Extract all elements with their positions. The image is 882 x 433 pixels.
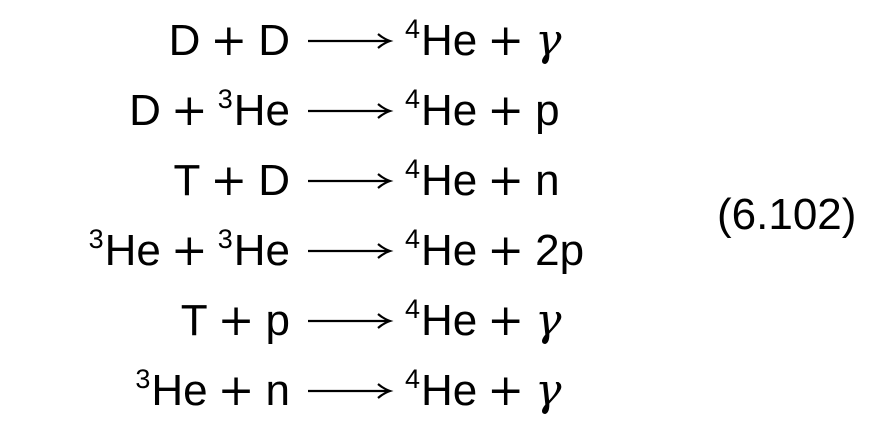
plus-sign: + bbox=[210, 155, 248, 206]
equation-number: (6.102) bbox=[717, 190, 857, 239]
reactant-2: n bbox=[265, 366, 290, 415]
product-2: p bbox=[535, 86, 560, 135]
products: 4He+p bbox=[397, 76, 560, 151]
reactant-2: D bbox=[258, 16, 290, 65]
equation-row-3: T+D 4He+n bbox=[0, 146, 700, 216]
products: 4He+γ bbox=[397, 356, 561, 431]
plus-sign: + bbox=[487, 15, 525, 66]
reactant-2: p bbox=[265, 296, 290, 345]
reactant-1: T bbox=[180, 296, 208, 345]
equation-row-5: T+p 4He+γ bbox=[0, 286, 700, 356]
long-right-arrow-icon bbox=[302, 216, 397, 286]
long-right-arrow-icon bbox=[302, 356, 397, 426]
product-1: 4He bbox=[405, 84, 478, 135]
products: 4He+γ bbox=[397, 286, 561, 361]
long-right-arrow-icon bbox=[302, 6, 397, 76]
reactants: 3He+n bbox=[0, 356, 302, 431]
reactants: D+3He bbox=[0, 76, 302, 151]
reactant-2: 3He bbox=[217, 224, 290, 275]
plus-sign: + bbox=[487, 225, 525, 276]
equation-row-6: 3He+n 4He+γ bbox=[0, 356, 700, 426]
plus-sign: + bbox=[487, 295, 525, 346]
reactants: 3He+3He bbox=[0, 216, 302, 291]
plus-sign: + bbox=[210, 15, 248, 66]
reactant-2: D bbox=[258, 156, 290, 205]
reactant-1: D bbox=[129, 86, 161, 135]
reactant-1: D bbox=[168, 16, 201, 65]
plus-sign: + bbox=[170, 85, 208, 136]
plus-sign: + bbox=[487, 365, 525, 416]
plus-sign: + bbox=[170, 225, 208, 276]
equation-row-1: D+D 4He+γ bbox=[0, 6, 700, 76]
products: 4He+γ bbox=[397, 6, 561, 81]
products: 4He+2p bbox=[397, 216, 584, 291]
plus-sign: + bbox=[217, 295, 255, 346]
reactant-2: 3He bbox=[217, 84, 290, 135]
product-1: 4He bbox=[405, 294, 478, 345]
reactant-1: 3He bbox=[135, 364, 208, 415]
plus-sign: + bbox=[217, 365, 255, 416]
reactant-1: 3He bbox=[88, 224, 161, 275]
equation-array: D+D 4He+γ D+3He 4He+p T+D 4He+n 3He+3He … bbox=[0, 6, 700, 426]
plus-sign: + bbox=[487, 85, 525, 136]
product-2: 2p bbox=[535, 226, 585, 275]
products: 4He+n bbox=[397, 146, 560, 221]
long-right-arrow-icon bbox=[302, 76, 397, 146]
product-1: 4He bbox=[405, 364, 478, 415]
reactants: T+D bbox=[0, 146, 302, 221]
equation-row-4: 3He+3He 4He+2p bbox=[0, 216, 700, 286]
product-2: n bbox=[535, 156, 560, 205]
reactant-1: T bbox=[173, 156, 201, 205]
equation-row-2: D+3He 4He+p bbox=[0, 76, 700, 146]
long-right-arrow-icon bbox=[302, 286, 397, 356]
product-2: γ bbox=[535, 365, 562, 416]
product-2: γ bbox=[535, 295, 562, 346]
product-1: 4He bbox=[405, 224, 478, 275]
product-1: 4He bbox=[405, 154, 478, 205]
product-1: 4He bbox=[405, 14, 478, 65]
product-2: γ bbox=[535, 15, 562, 66]
reactants: T+p bbox=[0, 286, 302, 361]
reactants: D+D bbox=[0, 6, 302, 81]
plus-sign: + bbox=[487, 155, 525, 206]
long-right-arrow-icon bbox=[302, 146, 397, 216]
